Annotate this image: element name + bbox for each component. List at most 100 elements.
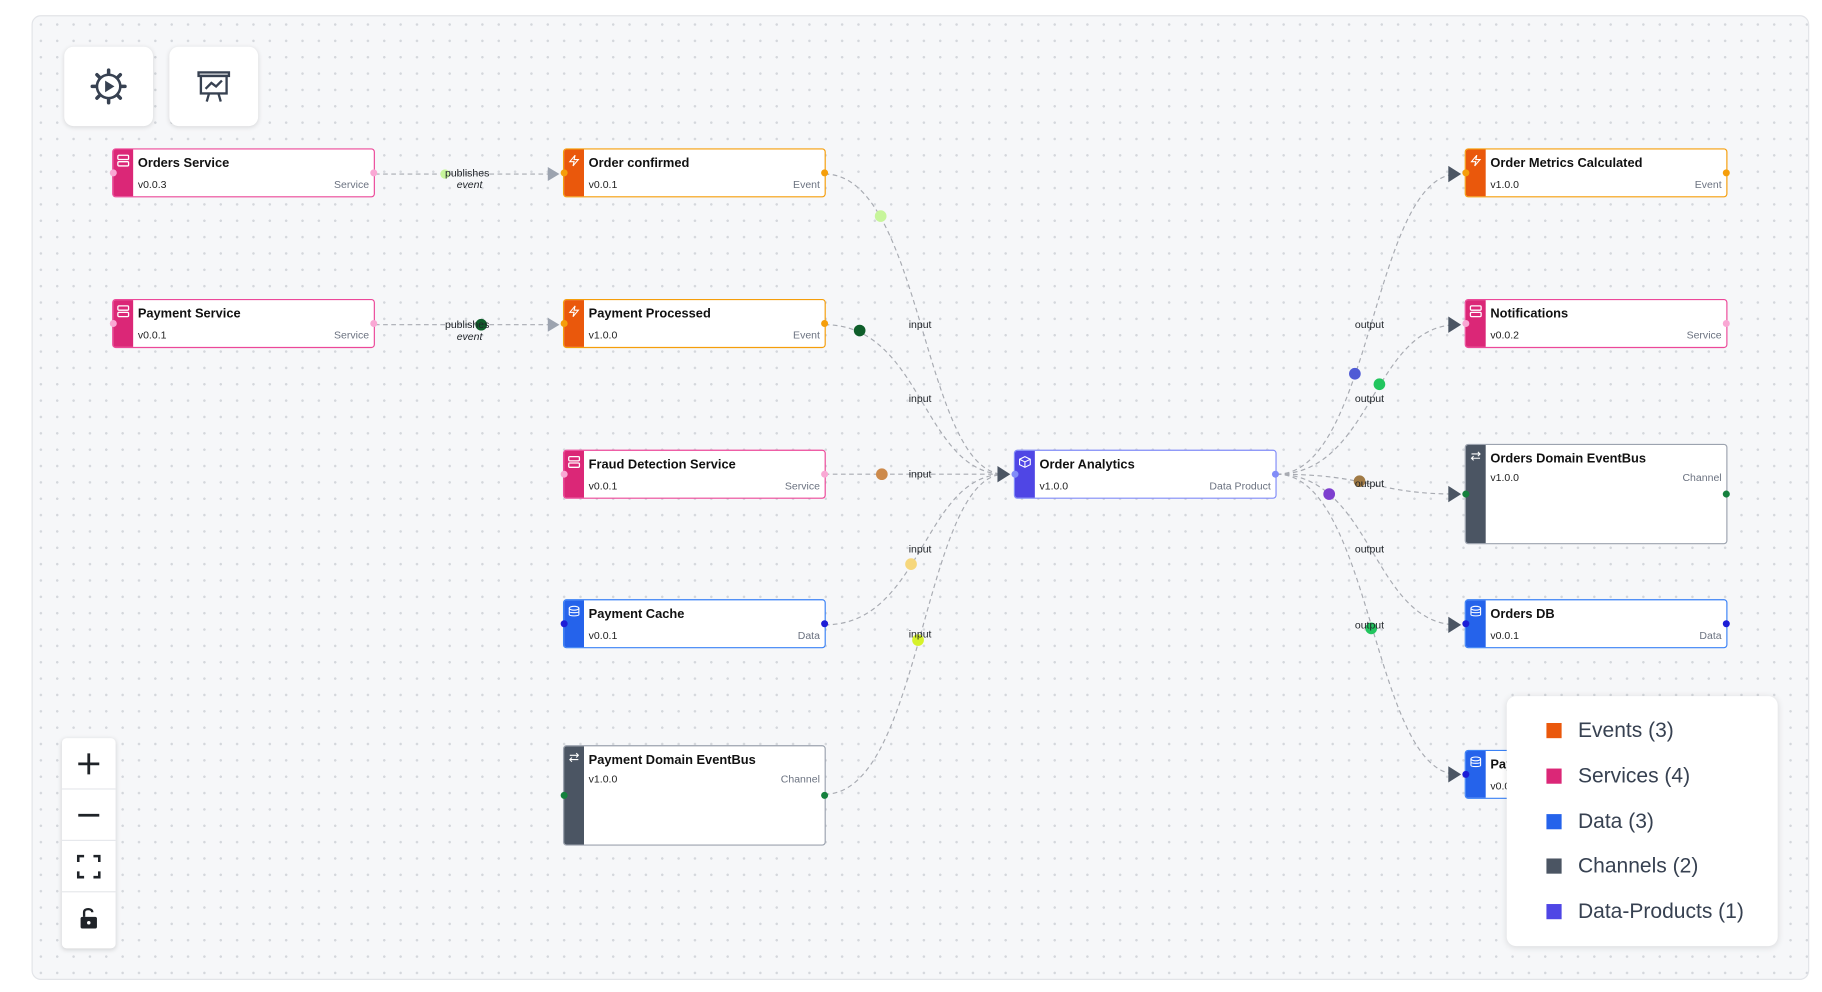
source-handle[interactable] xyxy=(1722,620,1730,628)
node-payment-service[interactable]: Payment Service v0.0.1 Service xyxy=(109,299,378,349)
gear-play-icon xyxy=(90,68,127,105)
node-order-metrics-calculated[interactable]: Order Metrics Calculated v1.0.0 Event xyxy=(1462,148,1730,198)
bolt-icon xyxy=(568,305,580,317)
edge-label-event: event xyxy=(457,331,484,343)
node-orders-domain-eventbus[interactable]: Orders Domain EventBus v1.0.0 Channel xyxy=(1462,443,1730,545)
edge-dot xyxy=(912,634,924,646)
node-kind: Data xyxy=(797,629,820,642)
database-icon xyxy=(1470,756,1482,768)
source-handle[interactable] xyxy=(1722,320,1730,328)
target-handle[interactable] xyxy=(109,320,117,328)
edge-label-output: output xyxy=(1355,619,1384,631)
arrowhead-notifications xyxy=(1448,316,1462,333)
zoom-in-button[interactable] xyxy=(61,738,116,790)
target-handle[interactable] xyxy=(560,620,568,628)
node-kind: Channel xyxy=(1682,471,1722,484)
node-version: v0.0.1 xyxy=(588,178,618,191)
server-icon xyxy=(1469,305,1482,318)
zoom-controls xyxy=(61,738,116,949)
source-handle[interactable] xyxy=(821,791,829,799)
target-handle[interactable] xyxy=(560,320,568,328)
node-title: Orders Domain EventBus xyxy=(1490,452,1647,467)
target-handle[interactable] xyxy=(1462,169,1470,177)
source-handle[interactable] xyxy=(821,320,829,328)
server-icon xyxy=(568,455,581,468)
node-payment-processed[interactable]: Payment Processed v1.0.0 Event xyxy=(560,299,829,349)
database-icon xyxy=(568,605,580,617)
edge-label-input: input xyxy=(909,393,932,405)
edge-dot xyxy=(440,169,450,179)
target-handle[interactable] xyxy=(1011,470,1019,478)
server-icon xyxy=(117,305,130,318)
settings-button[interactable] xyxy=(64,46,154,127)
edge-analytics-to-orders-db xyxy=(1276,473,1458,626)
plus-icon xyxy=(78,753,100,775)
node-orders-service[interactable]: Orders Service v0.0.3 Service xyxy=(109,148,378,198)
presentation-button[interactable] xyxy=(169,46,259,127)
edge-dot xyxy=(874,210,887,222)
node-title: Payment Cache xyxy=(588,607,685,622)
edge-label-output: output xyxy=(1355,319,1384,331)
target-handle[interactable] xyxy=(560,470,568,478)
fit-view-button[interactable] xyxy=(61,841,116,893)
presentation-chart-icon xyxy=(197,71,231,102)
edge-dot xyxy=(1373,378,1386,391)
legend-label: Services (4) xyxy=(1577,763,1691,788)
node-kind: Channel xyxy=(780,773,820,785)
node-orders-db[interactable]: Orders DB v0.0.1 Data xyxy=(1462,599,1730,649)
target-handle[interactable] xyxy=(1462,490,1470,498)
zoom-out-button[interactable] xyxy=(61,790,116,841)
edge-label-input: input xyxy=(909,319,932,331)
target-handle[interactable] xyxy=(1462,620,1470,628)
target-handle[interactable] xyxy=(560,169,568,177)
legend-panel: Events (3) Services (4) Data (3) Channel… xyxy=(1506,696,1778,947)
arrowhead-orders-eventbus xyxy=(1448,485,1462,503)
source-handle[interactable] xyxy=(1722,169,1730,177)
edge-dot xyxy=(905,558,917,570)
target-handle[interactable] xyxy=(560,791,568,799)
node-payment-cache[interactable]: Payment Cache v0.0.1 Data xyxy=(560,599,829,649)
node-title: Payment Processed xyxy=(588,307,711,322)
node-kind: Service xyxy=(784,480,820,492)
source-handle[interactable] xyxy=(821,620,829,628)
node-payment-domain-eventbus[interactable]: Payment Domain EventBus v1.0.0 Channel xyxy=(560,745,829,846)
legend-swatch xyxy=(1546,722,1562,739)
edge-label-publishes: publishes xyxy=(445,167,489,179)
edge-order-confirmed-to-analytics xyxy=(824,173,1005,475)
edge-dot xyxy=(876,468,888,481)
node-version: v1.0.0 xyxy=(588,329,618,342)
source-handle[interactable] xyxy=(1722,490,1730,498)
target-handle[interactable] xyxy=(1462,320,1470,328)
node-order-confirmed[interactable]: Order confirmed v0.0.1 Event xyxy=(560,148,829,198)
source-handle[interactable] xyxy=(370,169,378,177)
source-handle[interactable] xyxy=(370,320,378,328)
unlock-icon xyxy=(80,907,97,929)
node-order-analytics[interactable]: Order Analytics v1.0.0 Data Product xyxy=(1011,449,1279,499)
bolt-icon xyxy=(1470,154,1482,167)
bolt-icon xyxy=(568,154,580,167)
edge-analytics-to-notifications xyxy=(1276,324,1458,475)
source-handle[interactable] xyxy=(821,169,829,177)
node-notifications[interactable]: Notifications v0.0.2 Service xyxy=(1462,299,1730,349)
edge-arrowheads xyxy=(547,167,560,332)
edge-label-input: input xyxy=(909,543,932,555)
legend-swatch xyxy=(1546,768,1562,784)
node-title: Order Analytics xyxy=(1039,457,1135,472)
source-handle[interactable] xyxy=(821,470,829,478)
node-title: Fraud Detection Service xyxy=(588,457,736,472)
arrowhead-orders-db xyxy=(1448,616,1462,634)
node-version: v0.0.1 xyxy=(137,329,167,342)
node-title: Notifications xyxy=(1490,307,1569,322)
legend-swatch xyxy=(1546,904,1562,920)
node-version: v0.0.3 xyxy=(137,178,167,191)
database-icon xyxy=(1470,605,1482,617)
source-handle[interactable] xyxy=(1271,470,1279,478)
target-handle[interactable] xyxy=(109,169,117,177)
legend-label: Events (3) xyxy=(1577,718,1674,742)
node-fraud-detection-service[interactable]: Fraud Detection Service v0.0.1 Service xyxy=(560,449,829,499)
lock-toggle-button[interactable] xyxy=(62,892,116,943)
target-handle[interactable] xyxy=(1462,770,1470,778)
node-version: v1.0.0 xyxy=(1039,480,1069,492)
node-title: Orders DB xyxy=(1490,607,1555,622)
